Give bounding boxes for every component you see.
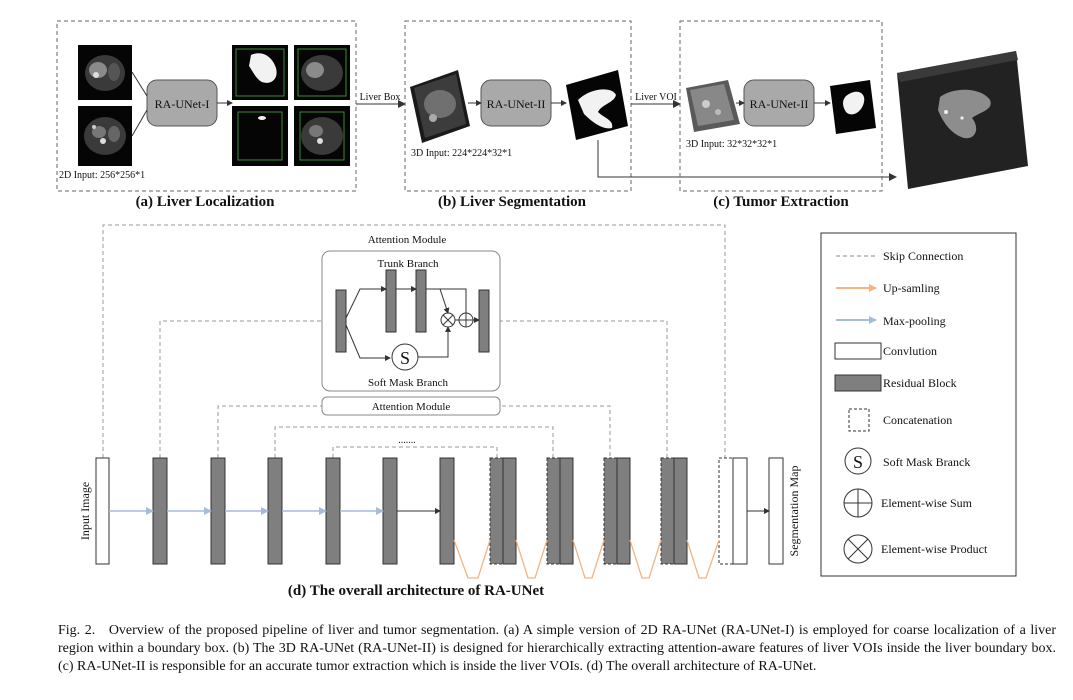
legend-border (820, 232, 1017, 577)
caption-label: Fig. 2. (58, 623, 96, 638)
segmentation-map-label: Segmentation Map (787, 466, 801, 557)
legend-sum-label: Element-wise Sum (881, 496, 973, 510)
architecture-diagram: ....... Attention Module Trunk Branch S … (78, 224, 801, 599)
panel-a-input-label: 2D Input: 256*256*1 (59, 170, 145, 181)
segmentation-map-block (768, 457, 784, 565)
legend-softmask-label: Soft Mask Branck (883, 455, 970, 469)
encoder-block-1 (152, 457, 168, 565)
attention-module-box (321, 250, 501, 392)
liver-box-volume (410, 70, 470, 143)
legend-skip-label: Skip Connection (883, 249, 963, 263)
legend-upsample-label: Up-samling (883, 281, 940, 295)
legend: Skip Connection Up-samling Max-pooling C… (820, 232, 1017, 577)
attention-module-label-box (321, 396, 501, 416)
input-image-label: Input Image (78, 482, 92, 540)
legend-softmask-swatch (844, 447, 872, 475)
panel-b-title: (b) Liver Segmentation (438, 194, 587, 210)
attention-module-title: Attention Module (368, 234, 447, 246)
panel-tumor-extraction: RA-UNet-II 3D Input: 32*32*32*1 (c) Tumo… (679, 20, 883, 210)
ct-overlay-top (294, 45, 350, 100)
arrow-to-result (597, 140, 897, 181)
legend-conv-swatch (834, 342, 882, 360)
ra-unet-ii-label-c: RA-UNet-II (750, 97, 809, 111)
panel-a-border (56, 20, 357, 192)
panel-liver-localization: RA-UNet-I 2D Input: 256*256*1 (56, 20, 357, 210)
legend-concat-swatch (848, 408, 870, 432)
soft-mask-symbol-text: S (400, 348, 410, 368)
panel-c-border (679, 20, 883, 192)
mask-bottom (232, 106, 288, 166)
legend-concat-label: Concatenation (883, 413, 952, 427)
liver-mask-volume (566, 70, 628, 140)
caption-text: Overview of the proposed pipeline of liv… (58, 623, 1056, 674)
panel-c-title: (c) Tumor Extraction (713, 194, 849, 210)
panel-b-border (404, 20, 632, 192)
panel-b-input-label: 3D Input: 224*224*32*1 (411, 148, 512, 159)
legend-maxpool-label: Max-pooling (883, 314, 946, 328)
trunk-block-2 (415, 269, 427, 333)
tumor-mask-volume (830, 80, 876, 134)
soft-mask-branch-label: Soft Mask Branch (368, 377, 449, 389)
attn-output-block (478, 289, 490, 353)
ct-overlay-bottom (294, 106, 350, 166)
ct-slice-bottom (78, 106, 132, 166)
decoder-stage-3 (603, 457, 631, 565)
encoder-block-4 (325, 457, 341, 565)
upsample-arrows (453, 539, 720, 579)
legend-conv-label: Convlution (883, 344, 937, 358)
ra-unet-i-label: RA-UNet-I (155, 97, 210, 111)
mask-top (232, 45, 288, 100)
decoder-stage-4 (660, 457, 688, 565)
attention-module-label: Attention Module (372, 401, 451, 413)
pipeline-figure: RA-UNet-I 2D Input: 256*256*1 (56, 20, 1028, 599)
figure-caption: Fig. 2. Overview of the proposed pipelin… (58, 622, 1056, 676)
skip-connection-4 (274, 426, 554, 458)
encoder-block-3 (267, 457, 283, 565)
arrow-liver-voi-label: Liver VOI (635, 92, 677, 103)
panel-liver-segmentation: RA-UNet-II 3D Input: 224*224*32*1 (b) Li… (404, 20, 632, 210)
panel-c-input-label: 3D Input: 32*32*32*1 (686, 139, 777, 150)
trunk-branch-label: Trunk Branch (377, 258, 439, 270)
legend-residual-swatch (834, 374, 882, 392)
encoder-block-2 (210, 457, 226, 565)
liver-voi-volume (686, 80, 740, 132)
ct-slice-top (78, 45, 132, 100)
result-3d-render (897, 51, 1028, 189)
trunk-block-1 (385, 269, 397, 333)
architecture-title: (d) The overall architecture of RA-UNet (288, 583, 544, 599)
decoder-stage-5 (718, 457, 748, 565)
panel-a-title: (a) Liver Localization (136, 194, 276, 210)
decoder-stage-2 (546, 457, 574, 565)
encoder-block-5 (382, 457, 398, 565)
bottleneck-block (439, 457, 455, 565)
attn-input-block (335, 289, 347, 353)
skip-dots: ....... (398, 435, 416, 446)
arrow-liver-box-label: Liver Box (360, 92, 401, 103)
legend-product-label: Element-wise Product (881, 542, 988, 556)
ra-unet-ii-label-b: RA-UNet-II (487, 97, 546, 111)
decoder-stage-1 (489, 457, 517, 565)
legend-softmask-symbol: S (853, 452, 863, 472)
skip-connection-5 (332, 446, 498, 458)
legend-residual-label: Residual Block (883, 376, 957, 390)
input-image-block (95, 457, 110, 565)
